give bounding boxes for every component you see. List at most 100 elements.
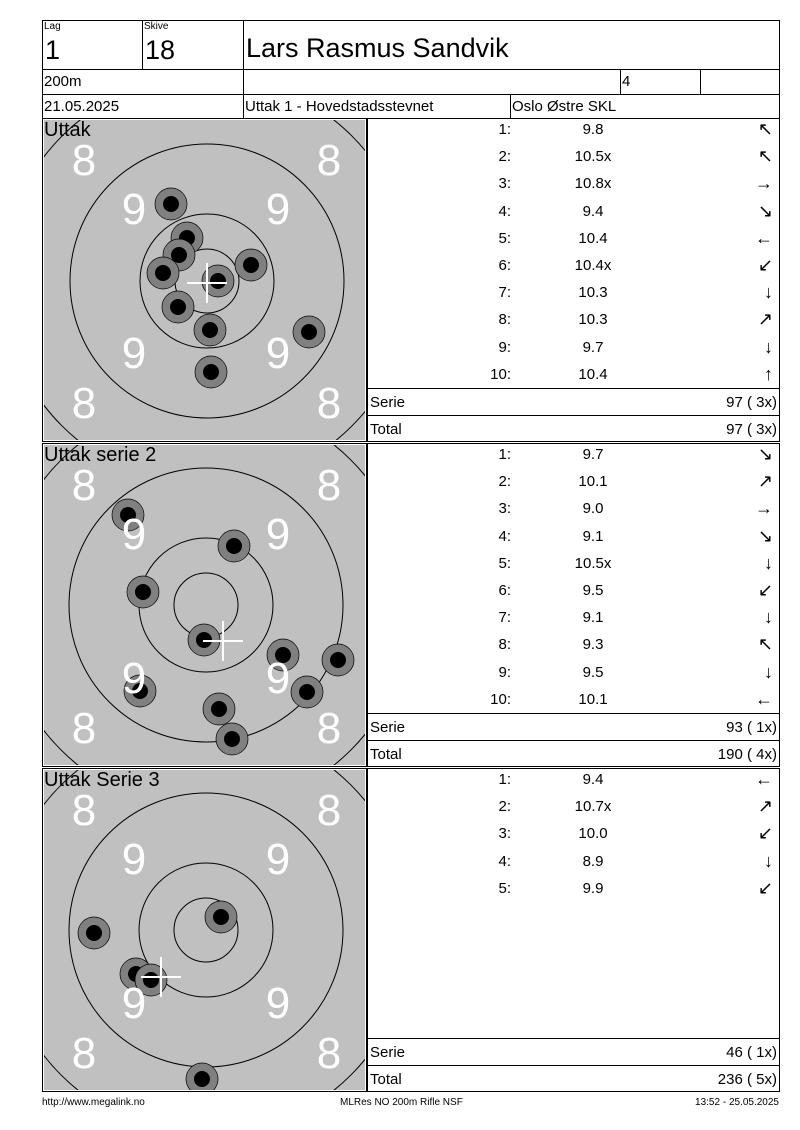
serie-row-label: Serie (370, 1044, 406, 1061)
ring-number: 9 (266, 510, 290, 559)
shot-number: 1: (498, 446, 511, 463)
section-title: Uttak Serie 3 (44, 769, 160, 791)
total-row-label: Total (370, 1071, 402, 1088)
shot-direction-icon: ↙ (757, 255, 773, 275)
ring-number: 8 (72, 379, 96, 428)
date: 21.05.2025 (44, 98, 120, 115)
shot-score: 9.4 (582, 771, 604, 788)
shot-score: 10.8x (574, 175, 612, 193)
shooter-name: Lars Rasmus Sandvik (246, 33, 509, 63)
shot-direction-icon: ↖ (757, 146, 773, 167)
section-title: Uttak serie 2 (44, 444, 157, 466)
serie-row-label: Serie (370, 719, 406, 736)
date-cell: 21.05.2025 (42, 94, 244, 119)
shot-number: 9: (498, 663, 511, 681)
shot-direction-icon: ↓ (764, 850, 773, 871)
footer-software: MLRes NO 200m Rifle NSF (340, 1097, 463, 1108)
shot-score: 10.4x (574, 257, 612, 274)
ring-number: 9 (266, 979, 290, 1028)
shot-row: 5:10.4← (368, 228, 779, 255)
shot-number: 2: (498, 148, 511, 166)
shot-row: 1:9.4← (368, 769, 779, 796)
shot-mark (215, 722, 249, 756)
shot-mark (146, 256, 180, 290)
lag-cell: Lag 1 (42, 20, 143, 70)
number-cell: 4 (620, 69, 701, 95)
shot-number: 2: (498, 473, 511, 491)
shot-row: 4:8.9↓ (368, 851, 779, 878)
ring-number: 9 (122, 979, 146, 1028)
shot-direction-icon: ↙ (757, 877, 773, 898)
shot-row: 5:10.5x↓ (368, 553, 779, 580)
ring-number: 8 (317, 461, 341, 510)
shot-number: 2: (498, 798, 511, 816)
shot-direction-icon: ↑ (764, 363, 773, 384)
mean-impact-cross (203, 621, 243, 661)
skive-label: Skive (144, 21, 169, 32)
shot-direction-icon: ↘ (757, 525, 773, 546)
skive-cell: Skive 18 (142, 20, 244, 70)
field2-cell (243, 69, 621, 95)
ring-number: 9 (266, 329, 290, 378)
distance-cell: 200m (42, 69, 244, 95)
shot-score: 9.0 (582, 500, 604, 518)
total-row: Total 236 ( 5x) (368, 1065, 779, 1093)
mean-impact-cross (141, 957, 181, 997)
shot-row: 7:9.1↓ (368, 607, 779, 634)
shot-score: 9.1 (582, 609, 604, 627)
shot-mark (194, 355, 228, 389)
shot-row: 3:9.0→ (368, 498, 779, 525)
skive-value: 18 (145, 35, 176, 65)
shot-number: 7: (498, 284, 511, 302)
shot-row: 10:10.4↑ (368, 364, 779, 391)
shot-row: 6:10.4x↙ (368, 255, 779, 282)
shooter-name-cell: Lars Rasmus Sandvik (243, 20, 780, 70)
shot-row: 3:10.8x→ (368, 173, 779, 200)
shot-number: 6: (498, 582, 511, 599)
ring-number: 8 (317, 379, 341, 428)
shot-direction-icon: ↗ (757, 796, 773, 817)
shot-mark (126, 575, 160, 609)
ring-number: 9 (266, 185, 290, 234)
ring-number: 8 (72, 1029, 96, 1078)
shot-score: 10.1 (578, 690, 608, 708)
shot-number: 4: (498, 852, 511, 870)
shot-direction-icon: ↙ (757, 580, 773, 600)
shot-list: 1:9.8↖2:10.5x↖3:10.8x→4:9.4↘5:10.4←6:10.… (367, 118, 780, 442)
shot-mark (185, 1062, 219, 1090)
event: Uttak 1 - Hovedstadsstevnet (245, 98, 434, 115)
footer-timestamp: 13:52 - 25.05.2025 (695, 1097, 779, 1108)
shot-direction-icon: ↓ (764, 336, 773, 357)
shot-direction-icon: ↓ (764, 282, 773, 303)
ring-number: 9 (122, 835, 146, 884)
shot-direction-icon: ↖ (757, 119, 773, 139)
shot-number: 1: (498, 771, 511, 788)
field4-cell (700, 69, 780, 95)
shot-row: 6:9.5↙ (368, 580, 779, 607)
total-row-value: 236 ( 5x) (717, 1071, 777, 1088)
shot-direction-icon: ← (755, 227, 773, 248)
shot-row: 4:9.1↘ (368, 526, 779, 553)
serie-row-value: 97 ( 3x) (726, 394, 777, 411)
shot-list: 1:9.7↘2:10.1↗3:9.0→4:9.1↘5:10.5x↓6:9.5↙7… (367, 443, 780, 767)
shot-row: 8:10.3↗ (368, 309, 779, 336)
ring (69, 143, 345, 419)
shot-score: 9.7 (582, 338, 604, 356)
shot-row: 2:10.5x↖ (368, 146, 779, 173)
ring (139, 213, 275, 349)
ring-number: 8 (317, 704, 341, 753)
shot-score: 10.0 (578, 825, 608, 843)
shot-row: 1:9.7↘ (368, 444, 779, 471)
ring (173, 897, 239, 963)
shot-number: 7: (498, 609, 511, 627)
ring-number: 8 (72, 704, 96, 753)
shot-number: 4: (498, 202, 511, 220)
shot-number: 10: (490, 365, 511, 383)
ring-number: 8 (317, 786, 341, 835)
